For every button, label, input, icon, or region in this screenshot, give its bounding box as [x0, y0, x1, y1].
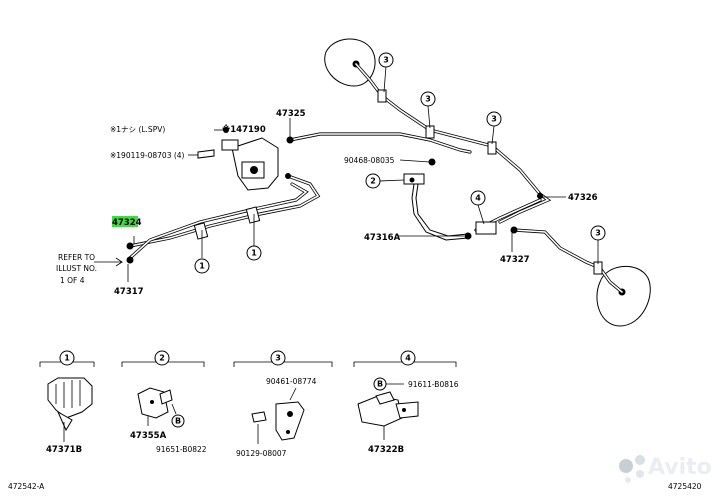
avito-watermark: Avito — [619, 455, 712, 483]
callout-1b: 1 — [246, 245, 262, 261]
callout-1a: 1 — [194, 258, 210, 274]
part-91611: 91611-B0816 — [408, 380, 459, 389]
svg-text:B: B — [377, 380, 383, 389]
part-47317: 47317 — [114, 287, 144, 297]
detail-2: 2 47355A B 91651-B0822 — [121, 350, 207, 454]
part-47327: 47327 — [500, 255, 530, 265]
note-1: ※1ナシ (L.SPV) — [110, 125, 165, 134]
refer-line-3: 1 OF 4 — [60, 276, 85, 285]
part-90129: 90129-08007 — [236, 449, 287, 458]
part-47325: 47325 — [276, 109, 306, 119]
callout-3b: 3 — [420, 91, 436, 107]
note-2: ※190119-08703 (4) — [110, 151, 185, 160]
part-47322b: 47322B — [368, 445, 404, 455]
svg-text:1: 1 — [64, 354, 70, 363]
footer-right-code: 4725420 — [668, 482, 702, 491]
pipe-clamps — [193, 89, 603, 275]
svg-text:B: B — [175, 417, 181, 426]
highlight-47324 — [112, 216, 138, 227]
svg-text:3: 3 — [491, 115, 497, 124]
part-47355a: 47355A — [130, 431, 167, 441]
leader-lines — [127, 65, 599, 282]
svg-text:3: 3 — [383, 56, 389, 65]
note-1-part: ※147190 — [222, 124, 266, 135]
refer-arrow — [94, 257, 124, 267]
svg-text:Avito: Avito — [648, 455, 712, 480]
detail-1: 1 47371B — [39, 350, 95, 455]
detail-4: 4 B 91611-B0816 47322B — [353, 350, 459, 455]
refer-line-1: REFER TO — [58, 253, 95, 262]
part-91651: 91651-B0822 — [156, 445, 207, 454]
part-47326: 47326 — [568, 193, 598, 203]
callout-4: 4 — [470, 190, 486, 206]
refer-line-2: ILLUST NO. — [56, 264, 97, 273]
svg-text:3: 3 — [425, 95, 431, 104]
detail-3: 3 90461-08774 90129-08007 — [233, 350, 333, 458]
callout-3c: 3 — [486, 111, 502, 127]
brake-chamber-top — [324, 38, 376, 87]
part-90468: 90468-08035 — [344, 156, 395, 165]
svg-text:1: 1 — [251, 249, 257, 258]
footer-left-code: 472542-A — [8, 482, 45, 491]
proportioning-valve — [197, 127, 279, 191]
callout-3a: 3 — [378, 52, 394, 68]
part-47371b: 47371B — [46, 445, 82, 455]
callout-2: 2 — [365, 173, 381, 189]
svg-text:4: 4 — [475, 194, 481, 203]
svg-text:2: 2 — [159, 354, 165, 363]
pipe-fittings — [126, 136, 543, 264]
svg-text:1: 1 — [199, 262, 205, 271]
part-47316a: 47316A — [364, 233, 401, 243]
svg-text:3: 3 — [275, 354, 281, 363]
part-47324: 47324 — [112, 218, 142, 228]
svg-text:2: 2 — [370, 177, 376, 186]
callout-3d: 3 — [590, 225, 606, 241]
part-90461: 90461-08774 — [266, 377, 317, 386]
svg-text:3: 3 — [595, 229, 601, 238]
svg-text:4: 4 — [405, 354, 411, 363]
